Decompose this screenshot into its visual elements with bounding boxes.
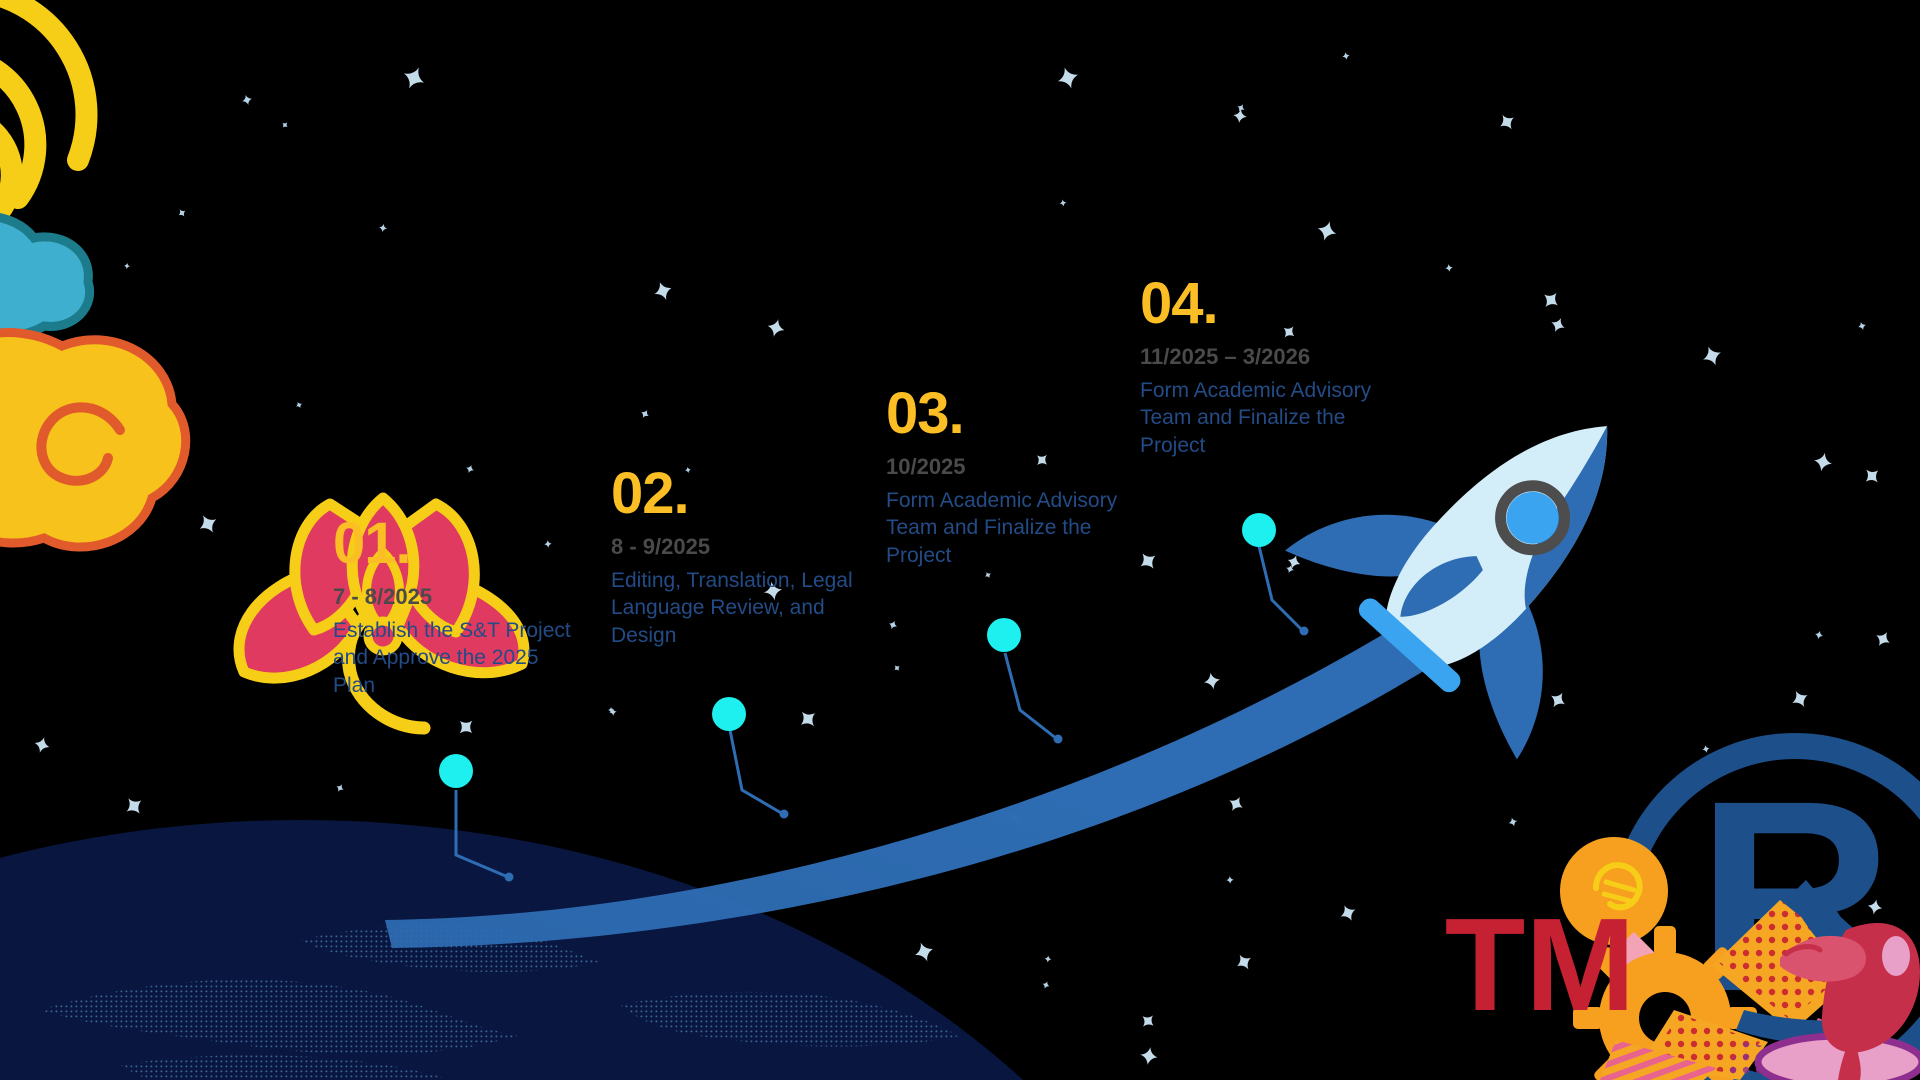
milestone-1[interactable]: 01. 7 - 8/2025 Establish the S&T Project…	[333, 515, 583, 700]
milestone-dot-3	[987, 618, 1021, 652]
yellow-arcs	[0, 0, 98, 227]
milestone-2-description: Editing, Translation, Legal Language Rev…	[611, 568, 853, 647]
milestone-2[interactable]: 02. 8 - 9/2025 Editing, Translation, Leg…	[611, 465, 861, 650]
milestone-dot-1	[439, 754, 473, 788]
folk-figure	[1754, 923, 1920, 1080]
milestone-4-description: Form Academic Advisory Team and Finalize…	[1140, 378, 1372, 457]
milestone-3[interactable]: 03. 10/2025 Form Academic Advisory Team …	[886, 385, 1136, 570]
milestone-1-description: Establish the S&T Project and Approve th…	[333, 618, 571, 697]
connector-4	[1257, 545, 1305, 633]
milestone-3-number: 03.	[886, 381, 965, 446]
trademark-ornament: R	[1445, 733, 1920, 1080]
connector-3	[1003, 652, 1058, 741]
swirl-cloud	[0, 328, 191, 552]
milestone-1-number: 01.	[333, 511, 412, 576]
lotus-cloud-ornament	[0, 0, 530, 735]
connector-end-2	[779, 809, 789, 819]
connector-1	[454, 790, 509, 879]
milestone-4-date: 11/2025 – 3/2026	[1140, 344, 1311, 369]
milestone-2-date: 8 - 9/2025	[611, 534, 711, 559]
rocket-icon	[1285, 426, 1608, 760]
connector-end-3	[1053, 734, 1063, 744]
teal-cloud	[0, 213, 95, 340]
planet-earth	[0, 820, 1023, 1080]
milestone-1-date: 7 - 8/2025	[333, 584, 433, 609]
connector-end-1	[504, 872, 514, 882]
connector-2	[728, 729, 784, 816]
milestone-4[interactable]: 04. 11/2025 – 3/2026 Form Academic Advis…	[1140, 275, 1410, 460]
milestone-dot-2	[712, 697, 746, 731]
connector-end-4	[1299, 626, 1309, 636]
milestone-3-description: Form Academic Advisory Team and Finalize…	[886, 488, 1118, 567]
milestone-4-number: 04.	[1140, 271, 1219, 336]
tm-letters: TM	[1445, 891, 1636, 1038]
milestone-2-number: 02.	[611, 461, 690, 526]
milestone-dot-4	[1242, 513, 1276, 547]
milestone-3-date: 10/2025	[886, 454, 966, 479]
lotus-flower	[233, 492, 530, 735]
